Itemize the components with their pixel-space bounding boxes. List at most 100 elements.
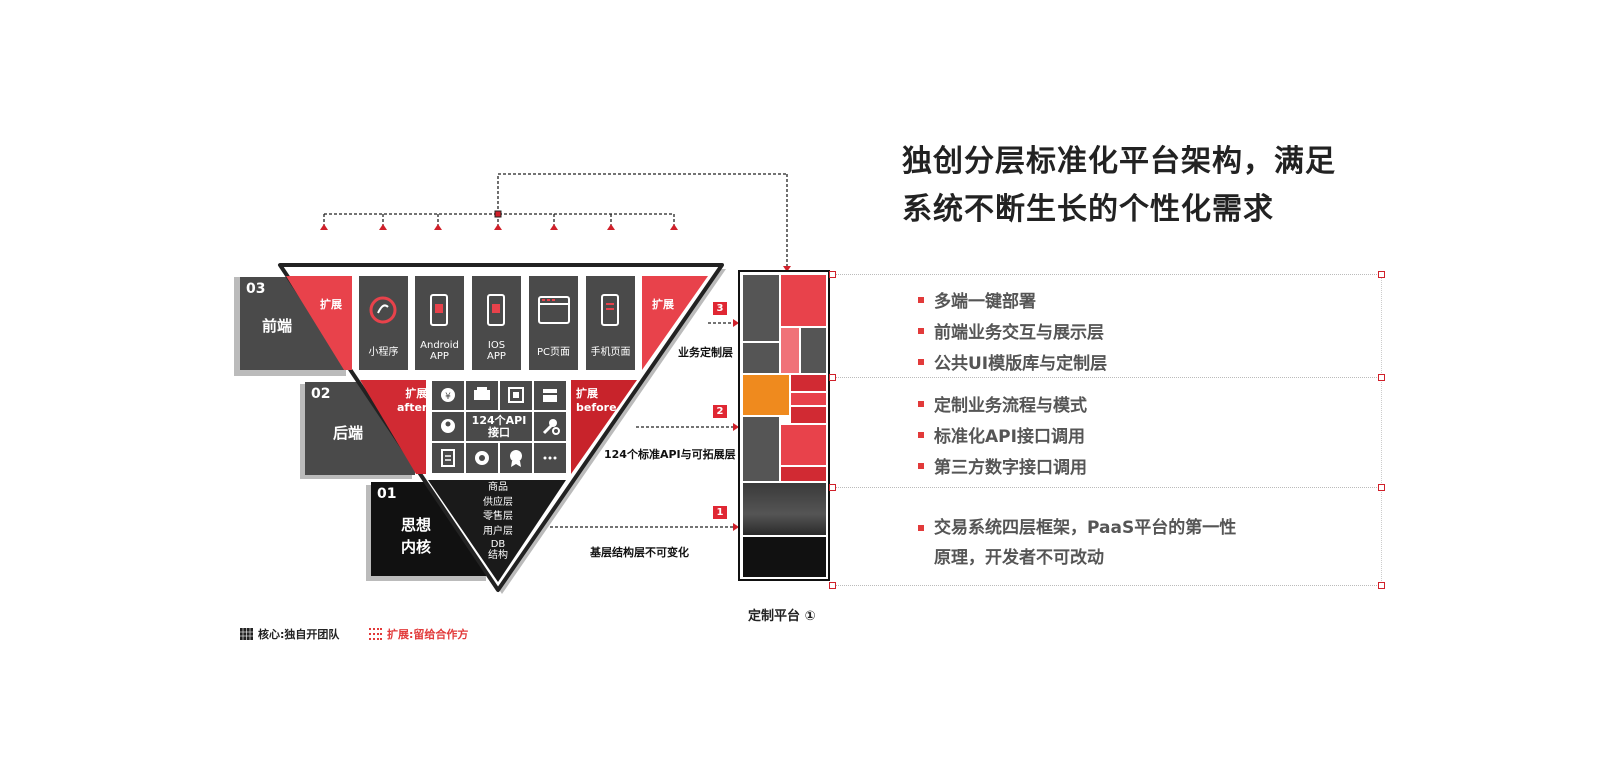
separator-square (829, 484, 836, 491)
front-left-ext-label: 扩展 (320, 298, 342, 311)
bullet-text: 多端一键部署 (934, 292, 1036, 312)
layer-back-name: 后端 (333, 424, 364, 442)
front-cell-miniprogram: 小程序 (359, 276, 408, 370)
platform-block (781, 467, 826, 481)
badge-icon (510, 450, 522, 467)
bullet-item: 交易系统四层框架，PaaS平台的第一性原理，开发者不可改动 (918, 513, 1248, 573)
miniprogram-icon (369, 296, 397, 324)
bullet-group-core: 交易系统四层框架，PaaS平台的第一性原理，开发者不可改动 (918, 513, 1248, 573)
bullet-item: 前端业务交互与展示层 (918, 315, 1107, 346)
platform-block (743, 483, 826, 535)
api-cell-more (534, 443, 566, 473)
legend-ext: 扩展:留给合作方 (369, 626, 468, 642)
front-cell-ios: IOS APP (472, 276, 521, 370)
back-right-ext-label-2: before (576, 401, 617, 414)
ext-grid-icon (369, 628, 382, 640)
api-grid: ¥ 124个API 接口 (431, 380, 567, 474)
separator-square (829, 374, 836, 381)
api-cell-clipboard (432, 443, 464, 473)
layer-1-label: 基层结构层不可变化 (590, 546, 689, 559)
bullet-item: 公共UI模版库与定制层 (918, 346, 1107, 377)
api-center-label: 124个API 接口 (466, 412, 532, 441)
front-cell-label: PC页面 (536, 347, 570, 358)
badge-layer-2: 2 (713, 405, 727, 418)
top-connectors (320, 173, 791, 272)
core-item: 商品 (488, 482, 508, 493)
android-phone-icon (430, 294, 448, 326)
bullet-marker (918, 358, 924, 365)
separator-vertical (1381, 274, 1382, 585)
bullet-marker (918, 296, 924, 303)
headline: 独创分层标准化平台架构，满足 系统不断生长的个性化需求 (902, 138, 1422, 234)
mobile-page-icon (601, 294, 619, 326)
separator-square (1378, 374, 1385, 381)
service-icon (475, 451, 489, 465)
separator-square (1378, 582, 1385, 589)
box-icon (543, 389, 557, 402)
back-right-ext-shape (571, 380, 637, 474)
core-grid-icon (240, 628, 253, 640)
core-list: 商品 供应层 零售层 用户层 DB 结构 (468, 481, 528, 561)
back-left-ext-label-2: after (397, 401, 428, 414)
headline-line-2: 系统不断生长的个性化需求 (902, 192, 1274, 227)
platform-block (791, 407, 826, 423)
back-right-ext-label: 扩展 before (576, 387, 617, 415)
api-cell-badge (500, 443, 532, 473)
bullet-marker (918, 400, 924, 407)
separator-line (832, 585, 1381, 586)
platform-block (743, 275, 779, 341)
front-cell-label: IOS APP (487, 340, 506, 362)
bullet-item: 标准化API接口调用 (918, 419, 1087, 450)
api-cell-printer (466, 381, 498, 410)
front-cell-pc: PC页面 (529, 276, 578, 370)
more-icon (543, 456, 557, 460)
user-icon (441, 419, 455, 433)
layer-core-name-2: 内核 (401, 538, 432, 556)
bullet-group-back: 定制业务流程与模式 标准化API接口调用 第三方数字接口调用 (918, 388, 1087, 481)
platform-block (781, 275, 826, 326)
bullet-marker (918, 462, 924, 469)
film-icon (508, 387, 524, 403)
core-item: 零售层 (483, 511, 513, 522)
separator-square (829, 271, 836, 278)
bullet-text: 交易系统四层框架，PaaS平台的第一性原理，开发者不可改动 (934, 518, 1237, 568)
platform-block-orange (743, 375, 789, 415)
platform-block (801, 328, 826, 373)
bullet-group-front: 多端一键部署 前端业务交互与展示层 公共UI模版库与定制层 (918, 284, 1107, 377)
bullet-text: 公共UI模版库与定制层 (934, 354, 1108, 374)
layer-3-label: 业务定制层 (678, 346, 733, 359)
platform-block (791, 393, 826, 405)
front-cell-mobile: 手机页面 (586, 276, 635, 370)
core-item: DB 结构 (488, 539, 508, 561)
bullet-marker (918, 327, 924, 334)
api-cell-box (534, 381, 566, 410)
bullet-item: 多端一键部署 (918, 284, 1107, 315)
legend-core: 核心:独自开团队 (240, 626, 339, 642)
platform-label: 定制平台 ① (748, 609, 816, 624)
platform-block (781, 425, 826, 465)
clipboard-icon (441, 449, 455, 467)
separator-line (832, 377, 1381, 378)
layer-back-num: 02 (311, 386, 331, 402)
platform-block (781, 328, 799, 373)
back-left-ext-shape (360, 380, 426, 474)
separator-line (832, 487, 1381, 488)
front-cell-label: 小程序 (368, 347, 399, 358)
platform-block (791, 375, 826, 391)
bullet-text: 定制业务流程与模式 (934, 396, 1087, 416)
layer-core-name-1: 思想 (401, 516, 432, 534)
back-right-ext-label-1: 扩展 (576, 387, 598, 400)
badge-layer-1: 1 (713, 506, 727, 519)
platform-block (743, 417, 779, 481)
platform-column (738, 270, 830, 581)
front-right-ext-shape (642, 276, 708, 370)
layer-core-name: 思想 内核 (401, 514, 431, 558)
ios-phone-icon (487, 294, 505, 326)
separator-square (1378, 271, 1385, 278)
bullet-item: 定制业务流程与模式 (918, 388, 1087, 419)
back-left-ext-label-1: 扩展 (405, 387, 428, 400)
front-cell-label: 手机页面 (590, 347, 631, 358)
svg-text:¥: ¥ (445, 392, 451, 402)
api-cell-film (500, 381, 532, 410)
bullet-marker (918, 431, 924, 438)
